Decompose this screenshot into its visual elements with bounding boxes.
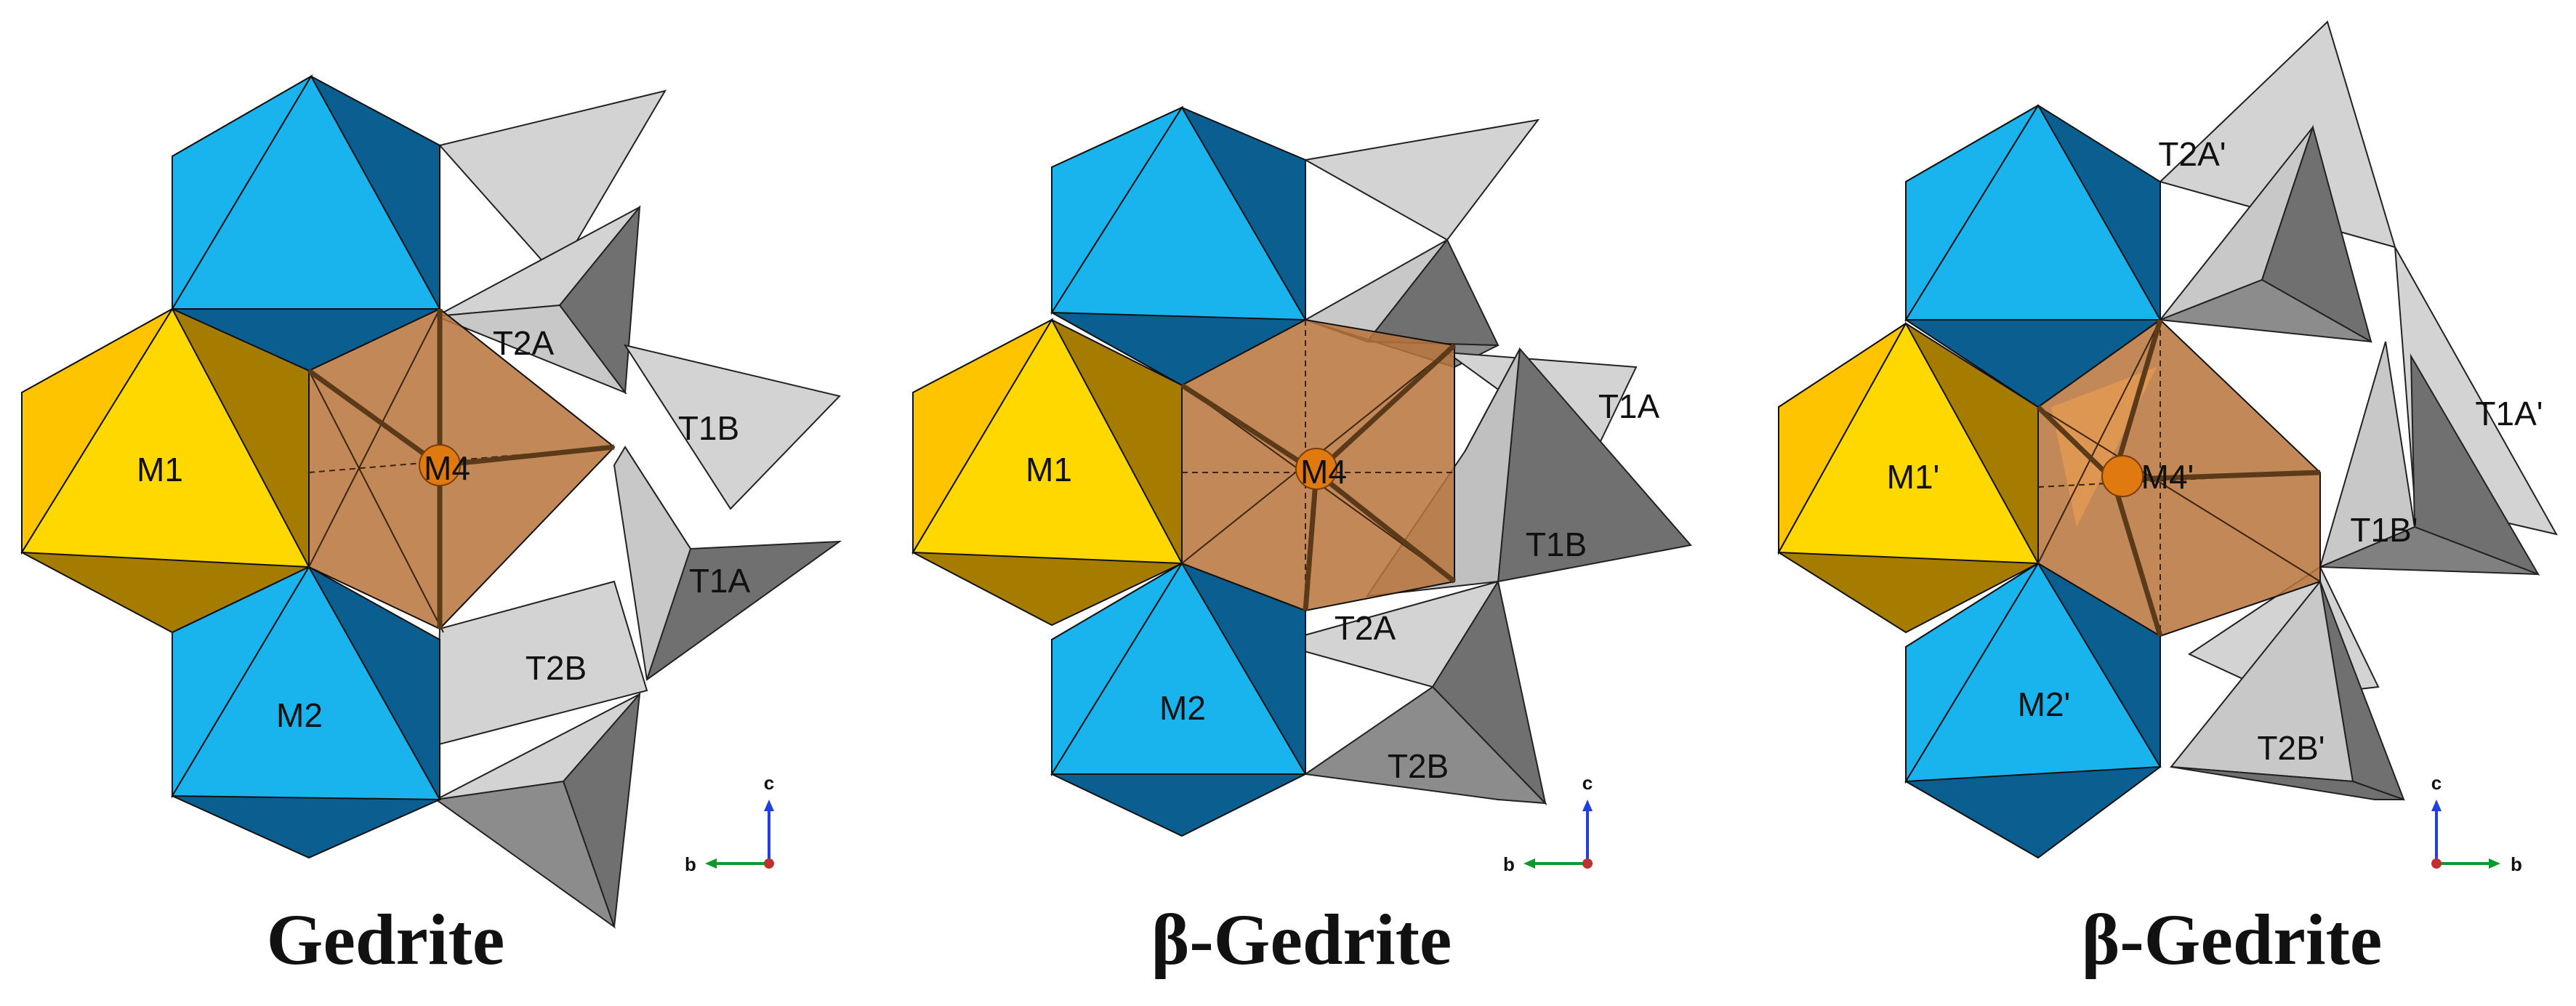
tetrahedra-chain	[434, 89, 842, 929]
panel-beta-gedrite-1: M1 M2 M4 T1A T1B T2A T2B c b	[911, 105, 1692, 875]
m1-octahedron	[911, 318, 1183, 627]
m4-atom	[419, 444, 461, 486]
label-m1: M1'	[1887, 458, 1940, 496]
tetrahedra-chain	[1301, 118, 1692, 806]
b-axis-label: b	[1503, 853, 1515, 875]
label-m2: M2	[1159, 689, 1206, 727]
m2-octahedron-lower	[1050, 562, 1307, 837]
c-axis-label: c	[2431, 772, 2442, 794]
label-t1a: T1A'	[2475, 395, 2543, 432]
m4-polyhedron	[2036, 318, 2321, 637]
m2-octahedron-upper	[1904, 104, 2162, 409]
m1-octahedron	[20, 307, 310, 634]
tetrahedra-chain	[2157, 20, 2558, 801]
label-t2b: T2B'	[2257, 729, 2325, 767]
c-axis-label: c	[1582, 772, 1593, 794]
m2-octahedron-lower	[171, 565, 441, 859]
label-m4: M4	[424, 449, 470, 487]
label-t2a: T2A	[1335, 609, 1396, 647]
caption-beta-gedrite-2: β-Gedrite	[2081, 899, 2383, 980]
label-m2: M2	[276, 696, 323, 734]
a-axis-dot	[1582, 858, 1593, 869]
label-m4: M4	[1300, 453, 1347, 491]
axis-indicator: c b	[1503, 772, 1593, 875]
a-axis-dot	[2431, 858, 2442, 869]
m1-octahedron	[1777, 321, 2040, 634]
a-axis-dot	[764, 858, 774, 869]
m4-polyhedron	[307, 307, 616, 633]
c-axis-label: c	[764, 772, 774, 794]
caption-beta-gedrite-1: β-Gedrite	[1151, 899, 1452, 980]
label-m4: M4'	[2141, 458, 2194, 496]
axis-indicator: c b	[685, 772, 774, 875]
m4-atom	[2101, 455, 2144, 497]
m4-atom	[1295, 448, 1337, 490]
label-t2a: T2A	[493, 324, 555, 362]
label-t2a: T2A'	[2158, 135, 2226, 173]
label-m1: M1	[1026, 451, 1072, 488]
label-t1b: T1B'	[2350, 511, 2418, 549]
panel-beta-gedrite-2: M1' M2' M4' T2A' T1A' T1B' T2B' c b	[1777, 20, 2558, 875]
label-m2: M2'	[2018, 685, 2071, 723]
label-t1b: T1B	[678, 409, 739, 447]
label-m1: M1	[137, 451, 183, 488]
label-t1b: T1B	[1526, 526, 1587, 563]
panel-gedrite: M1 M2 M4 T2A T1B T1A T2B c b	[20, 74, 842, 929]
b-axis-label: b	[2511, 853, 2522, 875]
label-t2b: T2B	[1388, 747, 1449, 785]
label-t1a: T1A	[1598, 387, 1660, 425]
m2-octahedron-lower	[1904, 562, 2162, 859]
label-t1a: T1A	[689, 562, 751, 600]
b-axis-label: b	[685, 853, 696, 875]
caption-gedrite: Gedrite	[266, 899, 505, 980]
m2-octahedron-upper	[1050, 105, 1307, 387]
axis-indicator: c b	[2431, 772, 2522, 875]
label-t2b: T2B	[526, 649, 587, 687]
